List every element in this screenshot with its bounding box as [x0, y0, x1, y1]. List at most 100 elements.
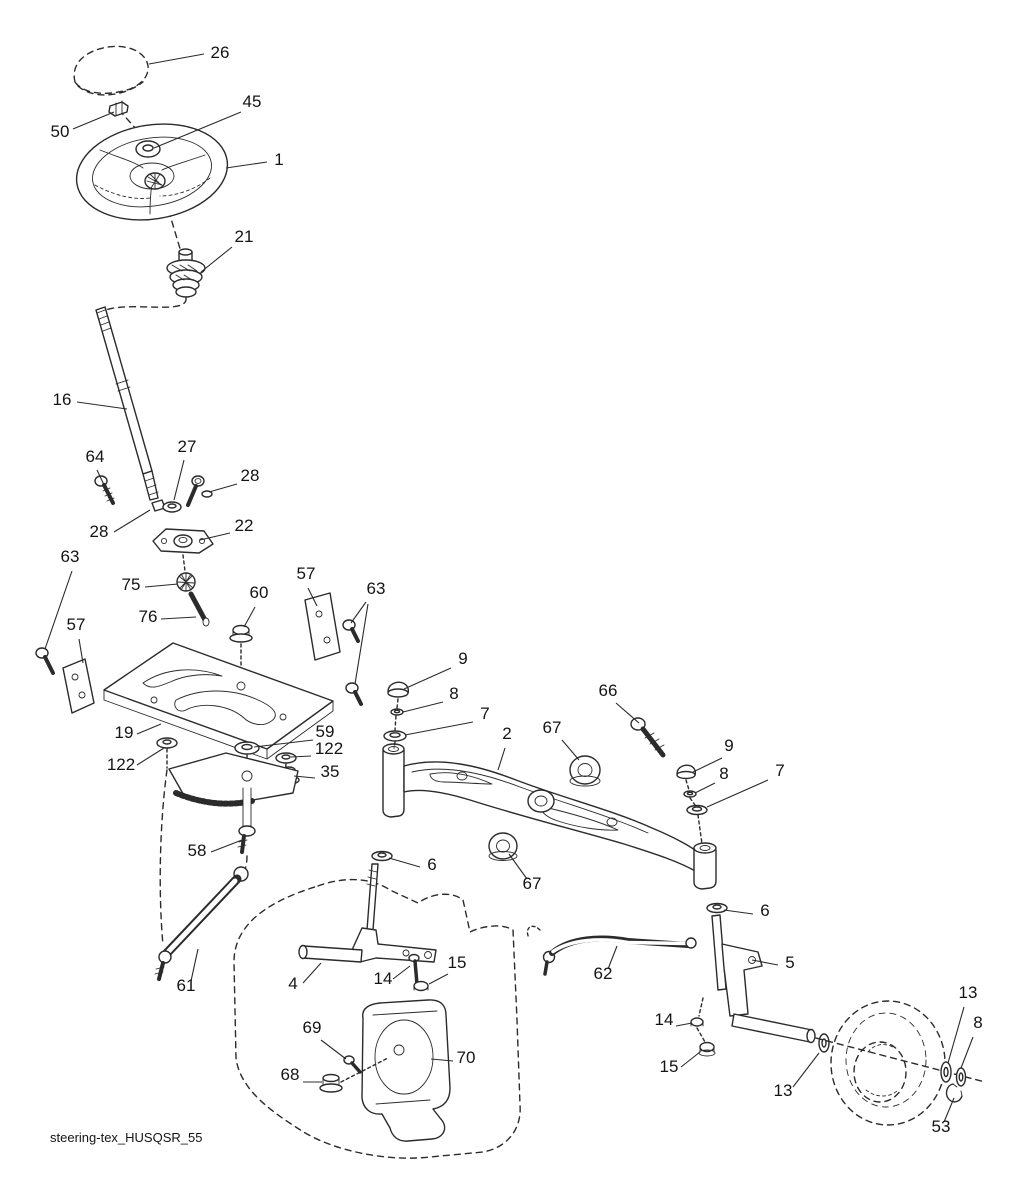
- part-67-upper-bearing: [569, 755, 601, 787]
- part-label-60: 60: [250, 583, 269, 602]
- part-label-67: 67: [543, 718, 562, 737]
- leader-line-part-13: [792, 1052, 820, 1088]
- leader-line-part-5: [751, 959, 779, 966]
- part-label-13: 13: [774, 1081, 793, 1100]
- leader-line-part-7: [404, 721, 474, 736]
- part-63-right-bolts: [342, 619, 363, 706]
- part-label-1: 1: [274, 150, 283, 169]
- part-label-6: 6: [760, 901, 769, 920]
- part-label-76: 76: [139, 607, 158, 626]
- part-16-steering-shaft: [95, 306, 166, 512]
- leader-line-part-64: [96, 469, 106, 488]
- part-13-wheel-ghost: [830, 1000, 946, 1126]
- leader-line-part-6: [723, 909, 754, 915]
- leader-line-part-16: [76, 401, 128, 410]
- centerline-22-75: [182, 554, 186, 572]
- part-8-washer-bottom: [955, 1067, 967, 1087]
- part-label-27: 27: [178, 437, 197, 456]
- part-14-right-nut: [690, 1017, 704, 1027]
- part-label-13: 13: [959, 983, 978, 1002]
- part-64-bolt: [94, 475, 115, 505]
- part-label-122: 122: [315, 739, 343, 758]
- leader-line-part-14: [675, 1022, 693, 1027]
- leader-line-part-63: [44, 570, 73, 650]
- part-6-washer-right: [706, 902, 728, 914]
- part-label-9: 9: [458, 649, 467, 668]
- part-label-122: 122: [107, 755, 135, 774]
- part-59-washer: [234, 741, 260, 755]
- leader-line-part-15: [428, 973, 449, 985]
- diagram-code: steering-tex_HUSQSR_55: [50, 1130, 202, 1145]
- leader-line-part-60: [243, 606, 256, 628]
- part-70-gear-housing: [361, 999, 451, 1142]
- leader-line-part-15: [680, 1051, 701, 1068]
- part-57-right-bracket: [304, 592, 341, 661]
- part-label-28: 28: [90, 522, 109, 541]
- leader-line-part-57: [307, 587, 318, 607]
- part-27-bolt: [186, 475, 205, 507]
- part-label-21: 21: [235, 227, 254, 246]
- part-15-left-nut: [413, 980, 429, 992]
- leader-line-part-8: [960, 1036, 974, 1069]
- part-label-64: 64: [86, 447, 105, 466]
- leader-line-part-57: [78, 638, 84, 664]
- part-label-69: 69: [303, 1018, 322, 1037]
- part-label-68: 68: [281, 1065, 300, 1084]
- centerline-right-stack: [685, 779, 703, 845]
- leader-line-part-122: [136, 747, 165, 766]
- part-69-pin: [343, 1055, 362, 1074]
- leader-line-part-8: [694, 782, 716, 794]
- part-label-7: 7: [775, 761, 784, 780]
- part-label-5: 5: [785, 953, 794, 972]
- leader-line-part-75: [144, 583, 179, 588]
- leader-line-part-22: [199, 532, 231, 541]
- part-58-sector-gear: [168, 752, 299, 854]
- leader-line-part-61: [190, 948, 199, 982]
- leader-line-part-63: [354, 603, 369, 685]
- part-9-cap-left: [387, 681, 410, 698]
- part-label-50: 50: [51, 122, 70, 141]
- leader-line-part-8: [402, 701, 444, 713]
- leader-line-part-9: [692, 757, 723, 773]
- part-4-spindle-left: [298, 863, 437, 963]
- part-26-steering-wheel-cap: [73, 45, 149, 96]
- leader-line-part-14: [392, 965, 411, 980]
- part-label-70: 70: [457, 1048, 476, 1067]
- tie-rod-ghost-curl: [526, 925, 541, 939]
- part-label-57: 57: [67, 615, 86, 634]
- leader-line-part-19: [136, 723, 162, 735]
- part-67-lower-bearing: [488, 832, 518, 861]
- part-13-washer-left: [818, 1033, 830, 1053]
- part-label-8: 8: [449, 684, 458, 703]
- leader-line-part-66: [615, 702, 640, 724]
- leader-line-part-13: [947, 1006, 965, 1064]
- part-66-bolt: [630, 717, 666, 758]
- part-45-washer: [135, 140, 161, 158]
- part-76-roll-pin: [188, 591, 210, 627]
- leader-line-part-27: [173, 459, 185, 501]
- leader-line-part-63: [350, 601, 367, 624]
- part-21-steering-boot: [166, 248, 206, 298]
- part-label-35: 35: [321, 762, 340, 781]
- centerline-68-70: [340, 1057, 389, 1083]
- part-27-washer: [162, 501, 182, 513]
- leader-line-part-6: [388, 857, 421, 868]
- part-label-62: 62: [594, 964, 613, 983]
- part-label-53: 53: [932, 1117, 951, 1136]
- part-63-left-bolt: [35, 647, 55, 675]
- part-14-left-bolt: [408, 953, 420, 986]
- part-57-left-bracket: [62, 658, 95, 714]
- part-label-22: 22: [235, 516, 254, 535]
- part-label-16: 16: [53, 390, 72, 409]
- part-122-left-washer: [156, 737, 178, 749]
- part-label-4: 4: [288, 974, 297, 993]
- part-8-washer-right: [683, 790, 697, 798]
- leader-line-part-28: [208, 483, 238, 493]
- part-label-28: 28: [241, 466, 260, 485]
- leader-line-part-1: [225, 161, 268, 169]
- part-label-75: 75: [122, 575, 141, 594]
- leader-line-part-7: [706, 779, 769, 808]
- leader-line-part-35: [293, 775, 316, 779]
